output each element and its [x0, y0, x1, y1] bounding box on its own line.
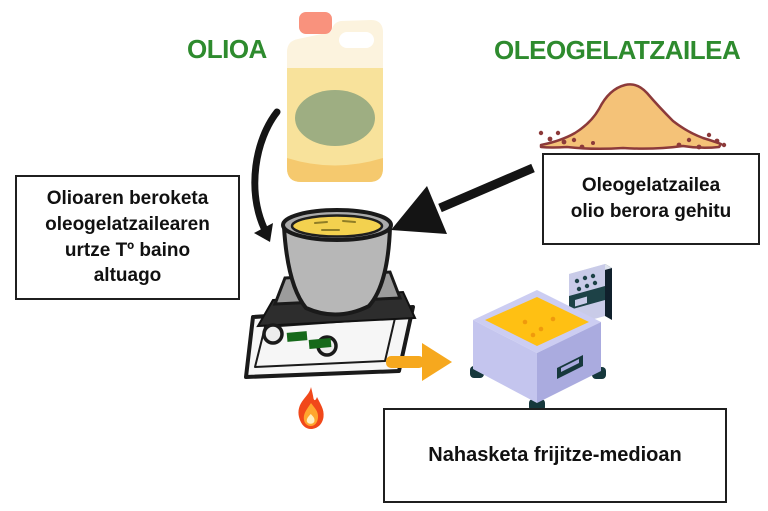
- right-step-box: Oleogelatzailea olio berora gehitu: [542, 153, 760, 245]
- thick-black-arrow-icon: [385, 158, 540, 238]
- oleogelator-title: OLEOGELATZAILEA: [494, 35, 741, 65]
- left-box-line-3: urtze Tº baino: [64, 239, 191, 261]
- fire-icon: [294, 386, 328, 430]
- powder-pile-icon: [533, 76, 728, 151]
- bottom-step-box: Nahasketa frijitze-medioan: [383, 408, 727, 503]
- pot-on-stirrer-icon: [243, 195, 418, 385]
- left-box-line-2: oleogelatzailearen: [45, 213, 210, 235]
- left-box-line-1: Olioaren beroketa: [46, 188, 209, 210]
- deep-fryer-icon: [465, 256, 615, 408]
- left-box-line-4: altuago: [93, 265, 162, 287]
- right-box-line-1: Oleogelatzailea: [581, 175, 721, 197]
- curved-arrow-icon: [243, 106, 303, 246]
- right-box-line-2: olio berora gehitu: [570, 201, 732, 222]
- yellow-arrow-icon: [383, 340, 455, 384]
- bottom-box-line-1: Nahasketa frijitze-medioan: [428, 444, 682, 466]
- oil-title: OLIOA: [187, 34, 267, 64]
- oil-jug-icon: [283, 10, 388, 188]
- left-step-box: Olioaren beroketa oleogelatzailearen urt…: [15, 175, 240, 300]
